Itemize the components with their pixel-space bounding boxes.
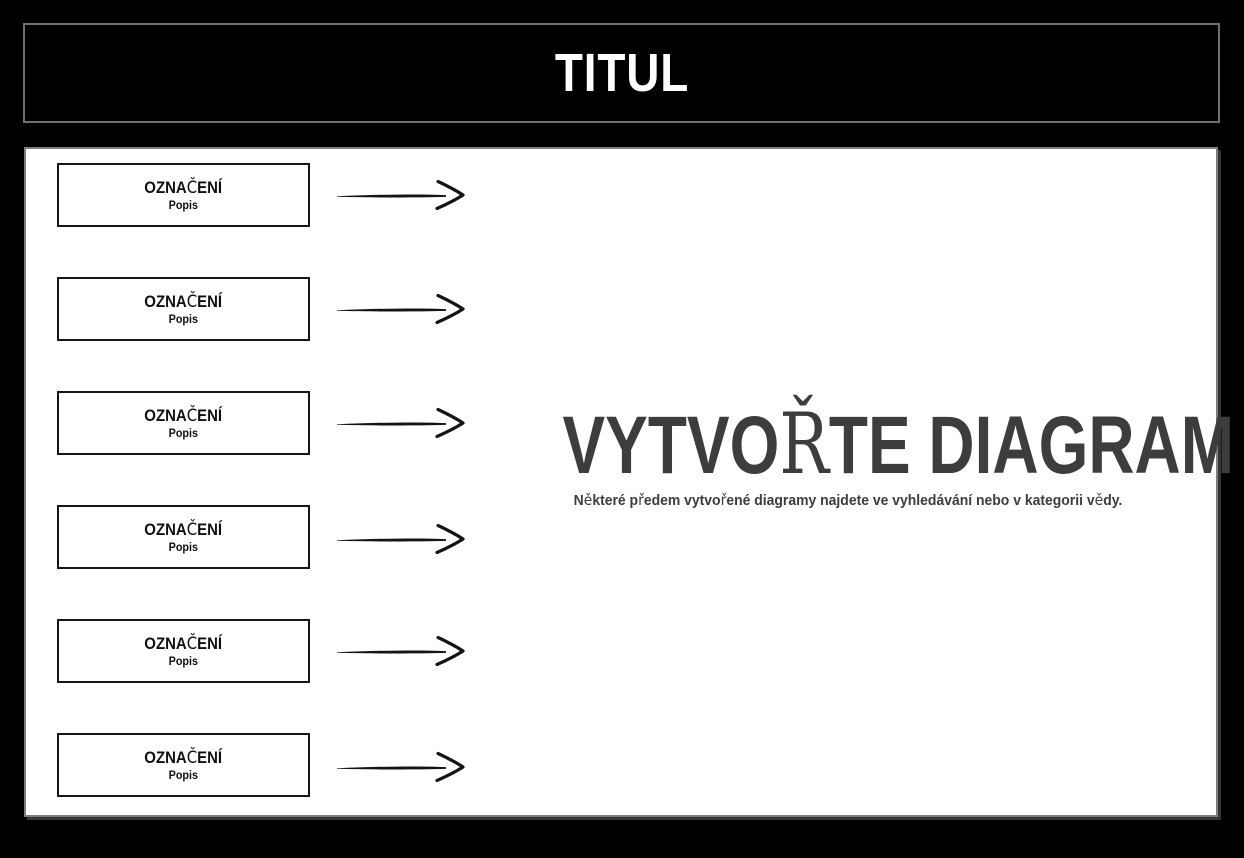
right-arrow-icon[interactable]: [334, 521, 472, 557]
label-text: OZNAČENÍ: [144, 748, 223, 769]
description-text: Popis: [168, 197, 199, 212]
hero-block: VYTVOŘTE DIAGRAM Některé předem vytvořen…: [482, 395, 1234, 509]
label-box[interactable]: OZNAČENÍ Popis: [57, 505, 310, 569]
label-box[interactable]: OZNAČENÍ Popis: [57, 277, 310, 341]
description-text: Popis: [168, 425, 199, 440]
title-text: TITUL: [554, 43, 689, 103]
right-arrow-icon[interactable]: [334, 749, 472, 785]
title-banner[interactable]: TITUL: [23, 23, 1220, 123]
description-text: Popis: [168, 653, 199, 668]
hero-title[interactable]: VYTVOŘTE DIAGRAM: [562, 395, 1234, 493]
hero-subtitle[interactable]: Některé předem vytvořené diagramy najdet…: [573, 491, 1123, 509]
label-text: OZNAČENÍ: [144, 178, 223, 199]
description-text: Popis: [168, 539, 199, 554]
right-arrow-icon[interactable]: [334, 291, 472, 327]
right-arrow-icon[interactable]: [334, 405, 472, 441]
right-arrow-icon[interactable]: [334, 633, 472, 669]
label-box[interactable]: OZNAČENÍ Popis: [57, 733, 310, 797]
label-box[interactable]: OZNAČENÍ Popis: [57, 391, 310, 455]
description-text: Popis: [168, 767, 199, 782]
label-box[interactable]: OZNAČENÍ Popis: [57, 163, 310, 227]
label-text: OZNAČENÍ: [144, 406, 223, 427]
label-box[interactable]: OZNAČENÍ Popis: [57, 619, 310, 683]
label-text: OZNAČENÍ: [144, 634, 223, 655]
content-panel: [24, 147, 1218, 817]
label-text: OZNAČENÍ: [144, 292, 223, 313]
description-text: Popis: [168, 311, 199, 326]
label-text: OZNAČENÍ: [144, 520, 223, 541]
right-arrow-icon[interactable]: [334, 177, 472, 213]
